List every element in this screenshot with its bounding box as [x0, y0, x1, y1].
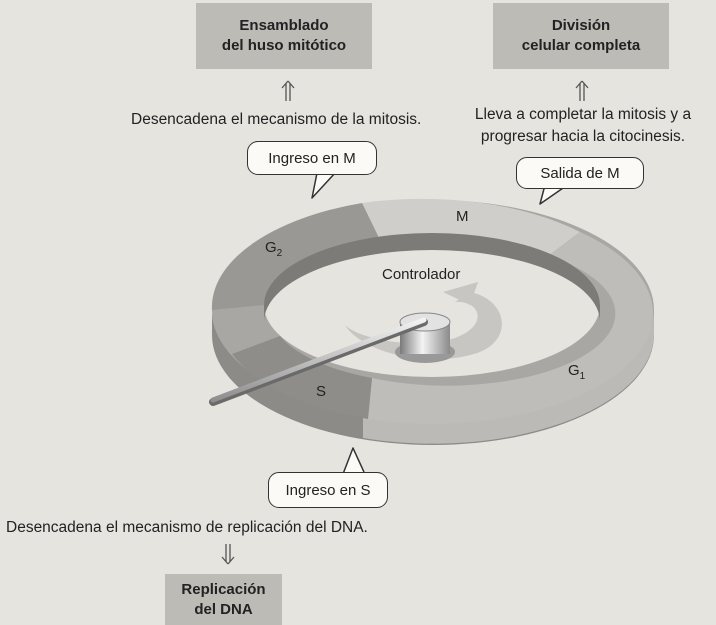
- ring-outer-wall-light: [363, 310, 654, 444]
- mitosis-complete-line2: progresar hacia la citocinesis.: [480, 128, 686, 145]
- spindle-box-line1: Ensamblado: [239, 17, 329, 34]
- spindle-assembly-box: Ensamblado del huso mitótico: [196, 3, 372, 69]
- phase-label-s: S: [316, 383, 326, 400]
- mitosis-trigger-caption: Desencadena el mecanismo de la mitosis.: [131, 111, 422, 128]
- ring-segment-s: [232, 336, 372, 419]
- arrow-up-icon: [575, 80, 589, 101]
- s-entry-bubble-tail: [342, 447, 365, 475]
- m-entry-bubble-tail: [311, 167, 337, 199]
- replication-trigger-caption: Desencadena el mecanismo de replicación …: [6, 519, 368, 536]
- mitosis-complete-caption: Lleva a completar la mitosis y a progres…: [452, 104, 714, 148]
- m-exit-bubble: Salida de M: [516, 157, 644, 189]
- m-exit-bubble-tail: [539, 184, 567, 205]
- arrow-down-icon: [221, 544, 235, 565]
- m-entry-label: Ingreso en M: [268, 149, 356, 167]
- spindle-box-line2: del huso mitótico: [221, 37, 347, 54]
- division-box-line1: División: [551, 17, 611, 34]
- cell-division-box: División celular completa: [493, 3, 669, 69]
- division-box-line2: celular completa: [521, 37, 641, 54]
- phase-label-g1: G1: [568, 362, 586, 382]
- controller-label: Controlador: [382, 266, 460, 283]
- dna-replication-box: Replicación del DNA: [165, 574, 282, 625]
- phase-label-g2: G2: [265, 239, 283, 259]
- replication-box-line1: Replicación: [181, 580, 266, 598]
- ring-inner-wall: [264, 233, 600, 322]
- ring-segment-m: [362, 198, 580, 256]
- m-entry-bubble: Ingreso en M: [247, 141, 377, 175]
- replication-box-line2: del DNA: [194, 600, 253, 618]
- controller-swirl-icon: [345, 292, 502, 360]
- ring-segment-g1: [368, 232, 654, 424]
- s-entry-bubble: Ingreso en S: [268, 472, 388, 508]
- phase-label-m: M: [456, 208, 469, 225]
- s-entry-label: Ingreso en S: [285, 481, 371, 499]
- mitosis-complete-line1: Lleva a completar la mitosis y a: [474, 106, 692, 123]
- arrow-up-icon: [281, 80, 295, 101]
- ring-segment-g2: [211, 203, 380, 310]
- m-exit-label: Salida de M: [540, 164, 620, 182]
